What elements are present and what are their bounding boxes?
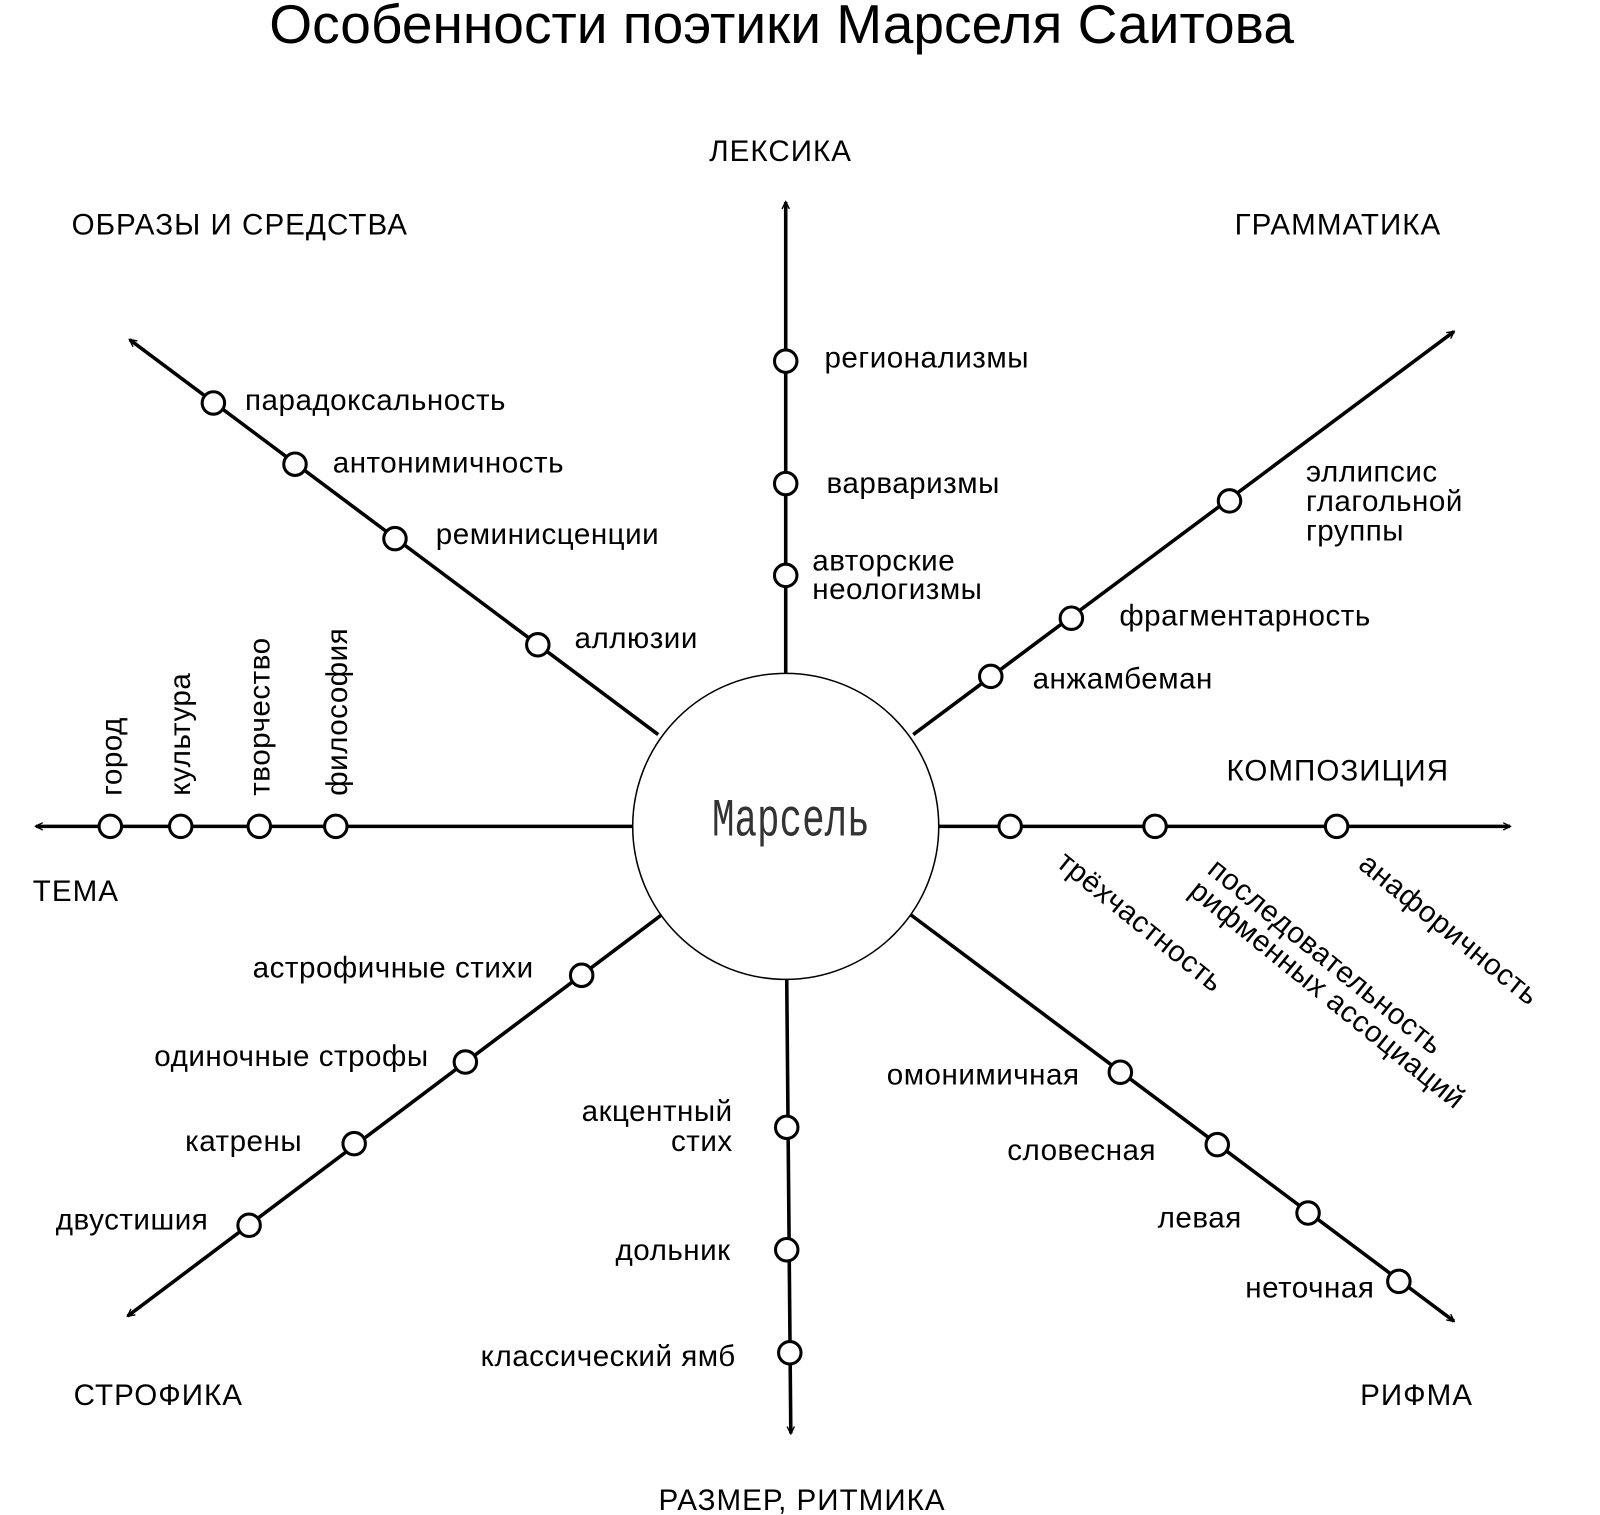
node: [246, 813, 273, 840]
node: [1204, 1131, 1231, 1158]
node: [323, 813, 349, 840]
label-odinochnye: одиночные строфы: [154, 1040, 428, 1073]
category-grammatika: ГРАММАТИКА: [1235, 209, 1442, 242]
node: [1107, 1059, 1134, 1085]
node: [772, 470, 799, 497]
node: [282, 451, 308, 477]
label-allyuzii: аллюзии: [575, 622, 698, 655]
axis-grammatika: [912, 330, 1454, 736]
node: [568, 962, 595, 989]
label-avtorskie: авторские: [812, 544, 955, 577]
label-katreny: катрены: [185, 1125, 302, 1158]
label-astrofichnye: астрофичные стихи: [253, 951, 534, 984]
label-paradoksalnost: парадоксальность: [245, 384, 506, 417]
node: [341, 1130, 367, 1157]
node: [978, 663, 1004, 690]
label-slovesnaya: словесная: [1007, 1134, 1156, 1167]
node: [772, 562, 799, 589]
diagram-title: Особенности поэтики Марселя Саитова: [269, 0, 1294, 55]
label-dolnik: дольник: [616, 1234, 732, 1267]
label-gruppy: группы: [1306, 515, 1404, 548]
node: [452, 1049, 479, 1075]
node: [167, 813, 194, 840]
category-razmer: РАЗМЕР, РИТМИКА: [658, 1484, 945, 1515]
category-strofika: СТРОФИКА: [74, 1379, 243, 1412]
label-klassicheskiy-yamb: классический ямб: [481, 1340, 736, 1373]
axis-rifma: [910, 913, 1454, 1323]
category-kompoziciya: КОМПОЗИЦИЯ: [1226, 754, 1449, 787]
node: [200, 390, 227, 416]
node: [382, 525, 408, 552]
label-tryokhchastnost: трёхчастность: [1051, 845, 1230, 999]
category-lexika: ЛЕКСИКА: [709, 135, 852, 168]
node: [1216, 488, 1243, 514]
label-dvustishiya: двустишия: [56, 1203, 208, 1236]
label-neologizmy: неологизмы: [812, 573, 982, 606]
nodes: [97, 348, 1412, 1366]
label-kultura: культура: [164, 673, 197, 796]
label-fragmentarnost: фрагментарность: [1119, 599, 1370, 632]
node: [525, 632, 551, 658]
node: [236, 1212, 262, 1239]
label-netochnaya: неточная: [1245, 1272, 1374, 1305]
label-levaya: левая: [1158, 1201, 1242, 1234]
label-glagolnoy: глагольной: [1306, 485, 1463, 518]
node: [773, 1114, 800, 1141]
label-stikh: стих: [671, 1125, 733, 1158]
node: [772, 348, 799, 374]
label-reminiscencii: реминисценции: [436, 518, 659, 551]
category-tema: ТЕМА: [33, 875, 119, 908]
label-varvarizmy: варваризмы: [827, 467, 1000, 500]
label-regionalizmy: регионализмы: [824, 341, 1029, 374]
node: [777, 1340, 803, 1366]
label-gorod: город: [96, 717, 129, 796]
label-tvorchestvo: творчество: [243, 637, 276, 795]
label-akcentnyy: акцентный: [582, 1095, 733, 1128]
node: [1058, 605, 1085, 631]
label-anzhambeman: анжамбеман: [1033, 663, 1213, 696]
category-obrazy: ОБРАЗЫ И СРЕДСТВА: [72, 209, 408, 242]
category-rifma: РИФМА: [1360, 1379, 1473, 1412]
node: [1323, 813, 1350, 840]
label-antonimichnost: антонимичность: [333, 446, 564, 479]
node: [997, 813, 1023, 840]
node: [1142, 813, 1168, 840]
center-circle: [631, 672, 940, 981]
label-filosofiya: философия: [321, 628, 354, 796]
center-label: Марсель: [712, 790, 870, 852]
node: [1295, 1200, 1321, 1226]
node: [1386, 1268, 1412, 1295]
node: [773, 1236, 800, 1263]
label-omonimichnaya: омонимичная: [887, 1058, 1080, 1091]
label-ellipsis: эллипсис: [1306, 456, 1438, 489]
node: [97, 813, 124, 840]
